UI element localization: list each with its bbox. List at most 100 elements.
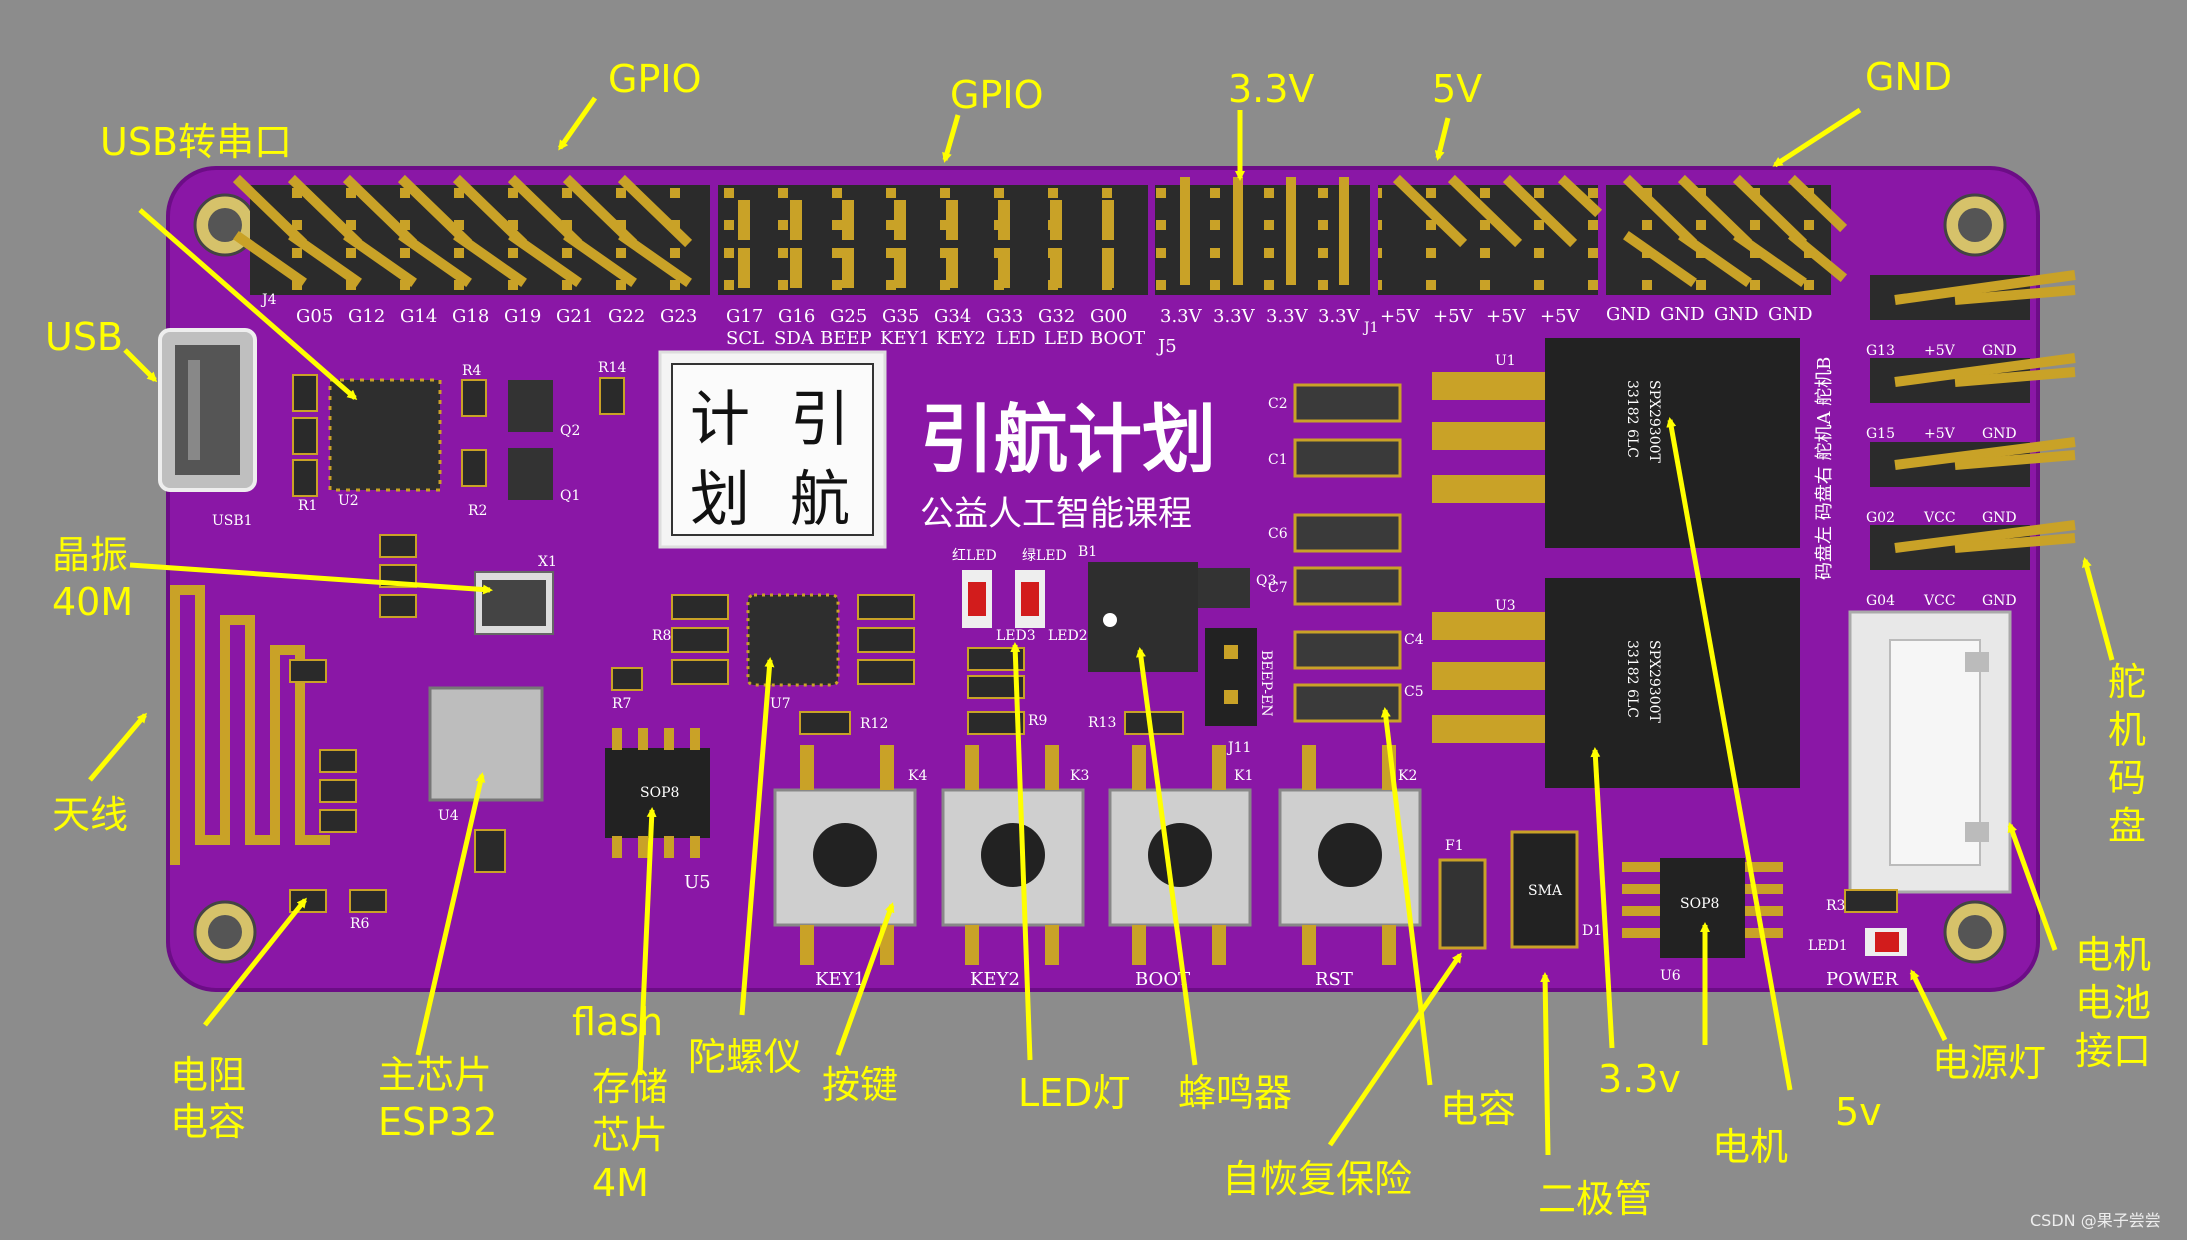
button-boot[interactable]: BOOT K1: [1108, 768, 1253, 990]
button-key2[interactable]: KEY2 K3: [941, 768, 1089, 990]
servo-pin-label: G02: [1866, 510, 1895, 526]
header-pins: [232, 174, 1848, 287]
servo-pin-label: G13: [1866, 343, 1895, 359]
callout-labels: GPIO GPIO 3.3V 5V GND USB转串口 USB 晶振 40M …: [45, 55, 2151, 1221]
logo-block: 计 划 引 航: [658, 350, 887, 549]
servo-pin-label: VCC: [1923, 593, 1956, 609]
j1-5v-label: +5V: [1433, 306, 1474, 327]
j5-pins: [738, 200, 1114, 288]
j4-ref: J4: [260, 292, 277, 308]
u6-package: SOP8: [1680, 896, 1719, 912]
j1-5v-label: +5V: [1540, 306, 1581, 327]
j1-labels: 3.3V 3.3V 3.3V 3.3V J1 +5V +5V +5V +5V G…: [1160, 304, 1813, 336]
u4-ref: U4: [438, 808, 459, 824]
gyro-passives: [611, 594, 915, 735]
servo-pin-label: +5V: [1924, 426, 1956, 442]
callout-gnd: GND: [1865, 55, 1952, 99]
callout-motor-battery-line1: 电机: [2075, 933, 2151, 977]
logo-subtitle: 公益人工智能课程: [920, 494, 1192, 534]
callout-33v: 3.3V: [1228, 67, 1314, 111]
diode-d1: SMA D1: [1510, 830, 1602, 949]
x1-ref: X1: [538, 554, 557, 570]
callout-flash-line3: 芯片: [592, 1113, 668, 1157]
callout-servo-line2: 机: [2108, 708, 2146, 752]
servo-pin-label: G15: [1866, 426, 1895, 442]
j4-pin-label: G21: [556, 306, 593, 327]
passive-components: [289, 374, 625, 913]
usb-serial-chip: U2: [328, 378, 442, 509]
r9-ref: R9: [1028, 713, 1047, 729]
header-j1-5v: [1378, 185, 1598, 295]
beep-en-label: BEEP-EN: [1258, 650, 1274, 717]
q3-transistor: Q3: [1198, 568, 1276, 608]
led2-ref: LED2: [1048, 628, 1088, 644]
j1-33v-label: 3.3V: [1213, 306, 1256, 327]
servo-pin-label: VCC: [1923, 510, 1956, 526]
u2-ref: U2: [338, 493, 359, 509]
j5-pin-label: G17: [726, 306, 763, 327]
j5-func-label: LED: [996, 328, 1036, 349]
capacitor-refs: C2 C1 C6 C7 C4 C5: [1268, 396, 1424, 700]
j1-gnd-label: GND: [1606, 304, 1651, 325]
callout-rc-line1: 电阻: [170, 1053, 246, 1097]
beep-enable-jumper: BEEP-EN J11: [1205, 628, 1274, 756]
callout-mcu-line2: ESP32: [378, 1100, 497, 1144]
callout-servo-line4: 盘: [2108, 804, 2146, 848]
r13-ref: R13: [1088, 715, 1116, 731]
j1-gnd-label: GND: [1660, 304, 1705, 325]
c7-ref: C7: [1268, 580, 1288, 596]
button-ref: K2: [1398, 768, 1417, 784]
u3-ref: U3: [1495, 598, 1516, 614]
reg-part: SPX29300T: [1646, 380, 1662, 464]
callout-flash-line2: 存储: [592, 1065, 668, 1109]
j4-pin-label: G12: [348, 306, 385, 327]
j5-pin-label: G33: [986, 306, 1023, 327]
passive-refs: R1 R4 R2 R14 R6: [298, 360, 626, 932]
header-j1-33v: [1155, 185, 1370, 295]
regulator-u3: SPX29300T 33182 6LC U3: [1432, 578, 1800, 788]
callout-servo-line3: 码: [2108, 756, 2146, 800]
seal-char: 划: [690, 465, 750, 535]
fuse-f1: F1: [1438, 838, 1487, 950]
j5-func-label: LED: [1044, 328, 1084, 349]
callout-gpio-left: GPIO: [608, 57, 701, 101]
q3-ref: Q3: [1256, 573, 1276, 589]
j4-pin-label: G18: [452, 306, 489, 327]
j1-ref: J1: [1362, 320, 1379, 336]
servo-side-label: 码盘左 码盘右 舵机A 舵机B: [1814, 357, 1835, 580]
callout-crystal-line2: 40M: [52, 580, 133, 624]
callout-power-led: 电源灯: [1932, 1041, 2046, 1085]
button-legs: [800, 745, 1396, 965]
servo-pin-label: GND: [1982, 343, 2017, 359]
callout-gpio-right: GPIO: [950, 73, 1043, 117]
capacitor-column: [1293, 383, 1402, 723]
r13-resistor: [1124, 711, 1184, 735]
button-ref: K4: [908, 768, 927, 784]
callout-led: LED灯: [1018, 1071, 1130, 1115]
r8-ref: R8: [652, 628, 671, 644]
c6-ref: C6: [1268, 526, 1288, 542]
j1-33v-label: 3.3V: [1318, 306, 1361, 327]
r2-ref: R2: [468, 503, 487, 519]
usb-connector: USB1: [158, 328, 257, 529]
watermark: CSDN @果子尝尝: [2030, 1211, 2161, 1230]
button-rst[interactable]: RST K2: [1278, 768, 1422, 990]
j1-gnd-label: GND: [1714, 304, 1759, 325]
seal-char: 引: [790, 385, 850, 455]
servo-pin-label: GND: [1982, 593, 2017, 609]
j1-5v-label: +5V: [1486, 306, 1527, 327]
r3-ref: R3: [1826, 898, 1845, 914]
servo-labels: G13 +5V GND G15 +5V GND G02 VCC GND G04 …: [1866, 343, 2017, 609]
red-led-label: 红LED: [952, 548, 997, 564]
u6-ref: U6: [1660, 968, 1681, 984]
j5-func-label: SDA: [774, 328, 815, 349]
u1-ref: U1: [1495, 353, 1516, 369]
c1-ref: C1: [1268, 452, 1288, 468]
j4-pin-label: G22: [608, 306, 645, 327]
reg-code: 33182 6LC: [1624, 640, 1640, 718]
callout-diode: 二极管: [1538, 1177, 1652, 1221]
j4-pin-label: G14: [400, 306, 437, 327]
servo-pin-label: GND: [1982, 426, 2017, 442]
header-j5: [718, 185, 1148, 295]
